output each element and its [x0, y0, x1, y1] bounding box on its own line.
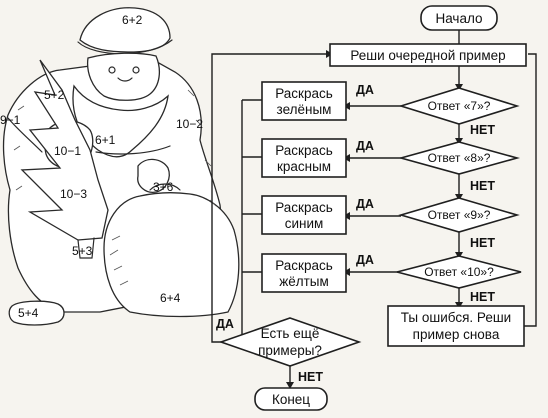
label-bag-knot: 3+6: [153, 180, 174, 194]
action-label-line1: Раскрась: [275, 200, 333, 215]
nose: [117, 77, 133, 82]
error-box: [387, 305, 525, 347]
action-red-box: [261, 138, 347, 178]
decision-label: Ответ «7»?: [428, 99, 491, 113]
label-arm-left: 9−1: [0, 113, 21, 127]
arrowhead: [286, 382, 294, 389]
action-label-line2: синим: [285, 216, 324, 231]
connector-error-loop: [524, 53, 537, 327]
decision-answer-8: [397, 141, 521, 175]
start-label: Начало: [435, 11, 482, 26]
eye-right: [132, 66, 140, 74]
no-label: НЕТ: [470, 290, 495, 304]
label-hat: 6+2: [122, 13, 143, 27]
fur-texture: [13, 89, 217, 207]
label-face-left: 5+2: [44, 88, 65, 102]
decision-answer-10: [396, 255, 522, 289]
yes-label: ДА: [216, 317, 234, 331]
santa-picture: 6+2 5+2 9−1 10−1 6+1 10−2 10−3 3+6 5+3 6…: [0, 7, 240, 326]
decision-label: Ответ «9»?: [428, 208, 491, 222]
yes-label: ДА: [356, 83, 374, 97]
action-blue-box: [261, 195, 347, 235]
error-label-line1: Ты ошибся. Реши: [401, 310, 511, 325]
label-mitten: 10−1: [54, 144, 81, 158]
no-label: НЕТ: [470, 179, 495, 193]
santa-face: [86, 52, 161, 101]
bag-knot: [149, 183, 181, 191]
label-chest: 6+1: [95, 133, 116, 147]
no-label: НЕТ: [298, 370, 323, 384]
no-label: НЕТ: [470, 123, 495, 137]
flowchart: Начало Реши очередной пример Ответ «7»? …: [211, 5, 537, 411]
action-label-line1: Раскрась: [275, 143, 333, 158]
action-green-box: [261, 81, 347, 121]
label-coat-bottom: 5+3: [72, 244, 93, 258]
label-bag: 6+4: [160, 291, 181, 305]
label-boot: 5+4: [18, 306, 39, 320]
arm-left-line: [7, 117, 43, 153]
start-terminator: [420, 5, 498, 31]
action-label-line2: красным: [277, 159, 331, 174]
end-label: Конец: [272, 392, 310, 407]
fir-tree: [20, 59, 109, 241]
action-label-line2: зелёным: [277, 102, 332, 117]
eye-left: [108, 66, 116, 74]
yes-label: ДА: [356, 139, 374, 153]
santa-hat: [79, 7, 171, 53]
action-yellow-box: [261, 253, 347, 293]
yes-label: ДА: [356, 253, 374, 267]
gift-bag: [103, 192, 240, 318]
decision-label: Ответ «10»?: [424, 265, 494, 279]
more-label-line1: Есть ещё: [261, 326, 320, 341]
action-label-line2: жёлтым: [279, 274, 329, 289]
connector-loop: [211, 53, 330, 343]
solve-next-box: [329, 43, 527, 67]
action-label-line1: Раскрась: [275, 86, 333, 101]
chest-line: [95, 145, 171, 155]
action-label-line1: Раскрась: [275, 258, 333, 273]
decision-more-examples: [218, 317, 362, 367]
connector-left-bus: [241, 99, 262, 345]
decision-answer-9: [398, 197, 520, 233]
decision-answer-7: [398, 87, 520, 125]
decision-label: Ответ «8»?: [428, 151, 491, 165]
more-label-line2: примеры?: [258, 343, 322, 358]
error-label-line2: пример снова: [413, 327, 500, 342]
label-tree: 10−3: [60, 187, 87, 201]
yes-label: ДА: [356, 197, 374, 211]
solve-next-label: Реши очередной пример: [350, 48, 505, 63]
tree-trunk: [77, 237, 95, 259]
santa-boot: [8, 300, 65, 326]
no-label: НЕТ: [470, 236, 495, 250]
end-terminator: [254, 387, 328, 411]
bag-shading: [109, 235, 129, 286]
label-coat-right: 10−2: [176, 117, 203, 131]
